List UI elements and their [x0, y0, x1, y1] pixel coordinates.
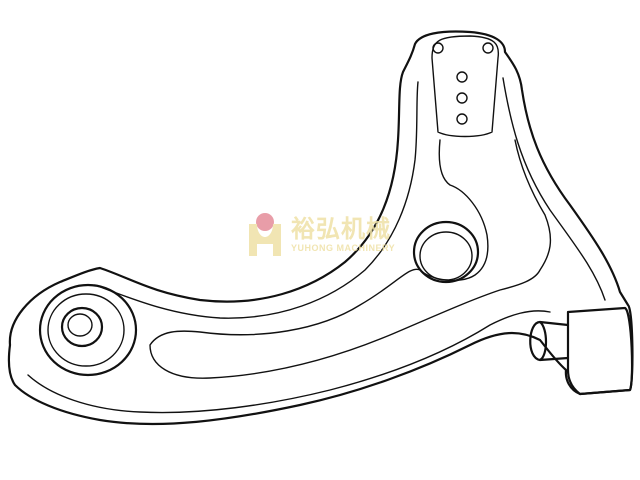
arm-channel: [149, 139, 552, 379]
front-bushing-mid: [47, 293, 125, 367]
bracket-hole: [456, 113, 468, 125]
watermark-brand-cn: 裕弘机械: [291, 215, 391, 243]
watermark: 裕弘机械 YUHONG MACHINERY: [245, 210, 395, 258]
arm-outer-outline: [7, 30, 634, 426]
rear-bushing-housing: [566, 306, 634, 396]
watermark-brand-en: YUHONG MACHINERY: [291, 243, 396, 253]
bracket-hole: [482, 42, 494, 54]
front-bushing-outer: [38, 283, 138, 377]
bracket-hole: [432, 42, 444, 54]
rear-bushing-pin: [529, 320, 570, 362]
bracket-hole: [456, 71, 468, 83]
front-bushing-sleeve: [60, 306, 104, 348]
front-bushing-bore: [67, 313, 93, 337]
ball-joint-hole-inner: [419, 231, 473, 281]
bracket-plate: [431, 35, 500, 138]
arm-inner-rib-lower: [27, 310, 551, 414]
arm-inner-rib-upper: [94, 77, 606, 319]
bracket-hole: [456, 92, 468, 104]
ball-joint-hole-outer: [412, 220, 480, 284]
brand-logo-icon: [245, 210, 285, 258]
